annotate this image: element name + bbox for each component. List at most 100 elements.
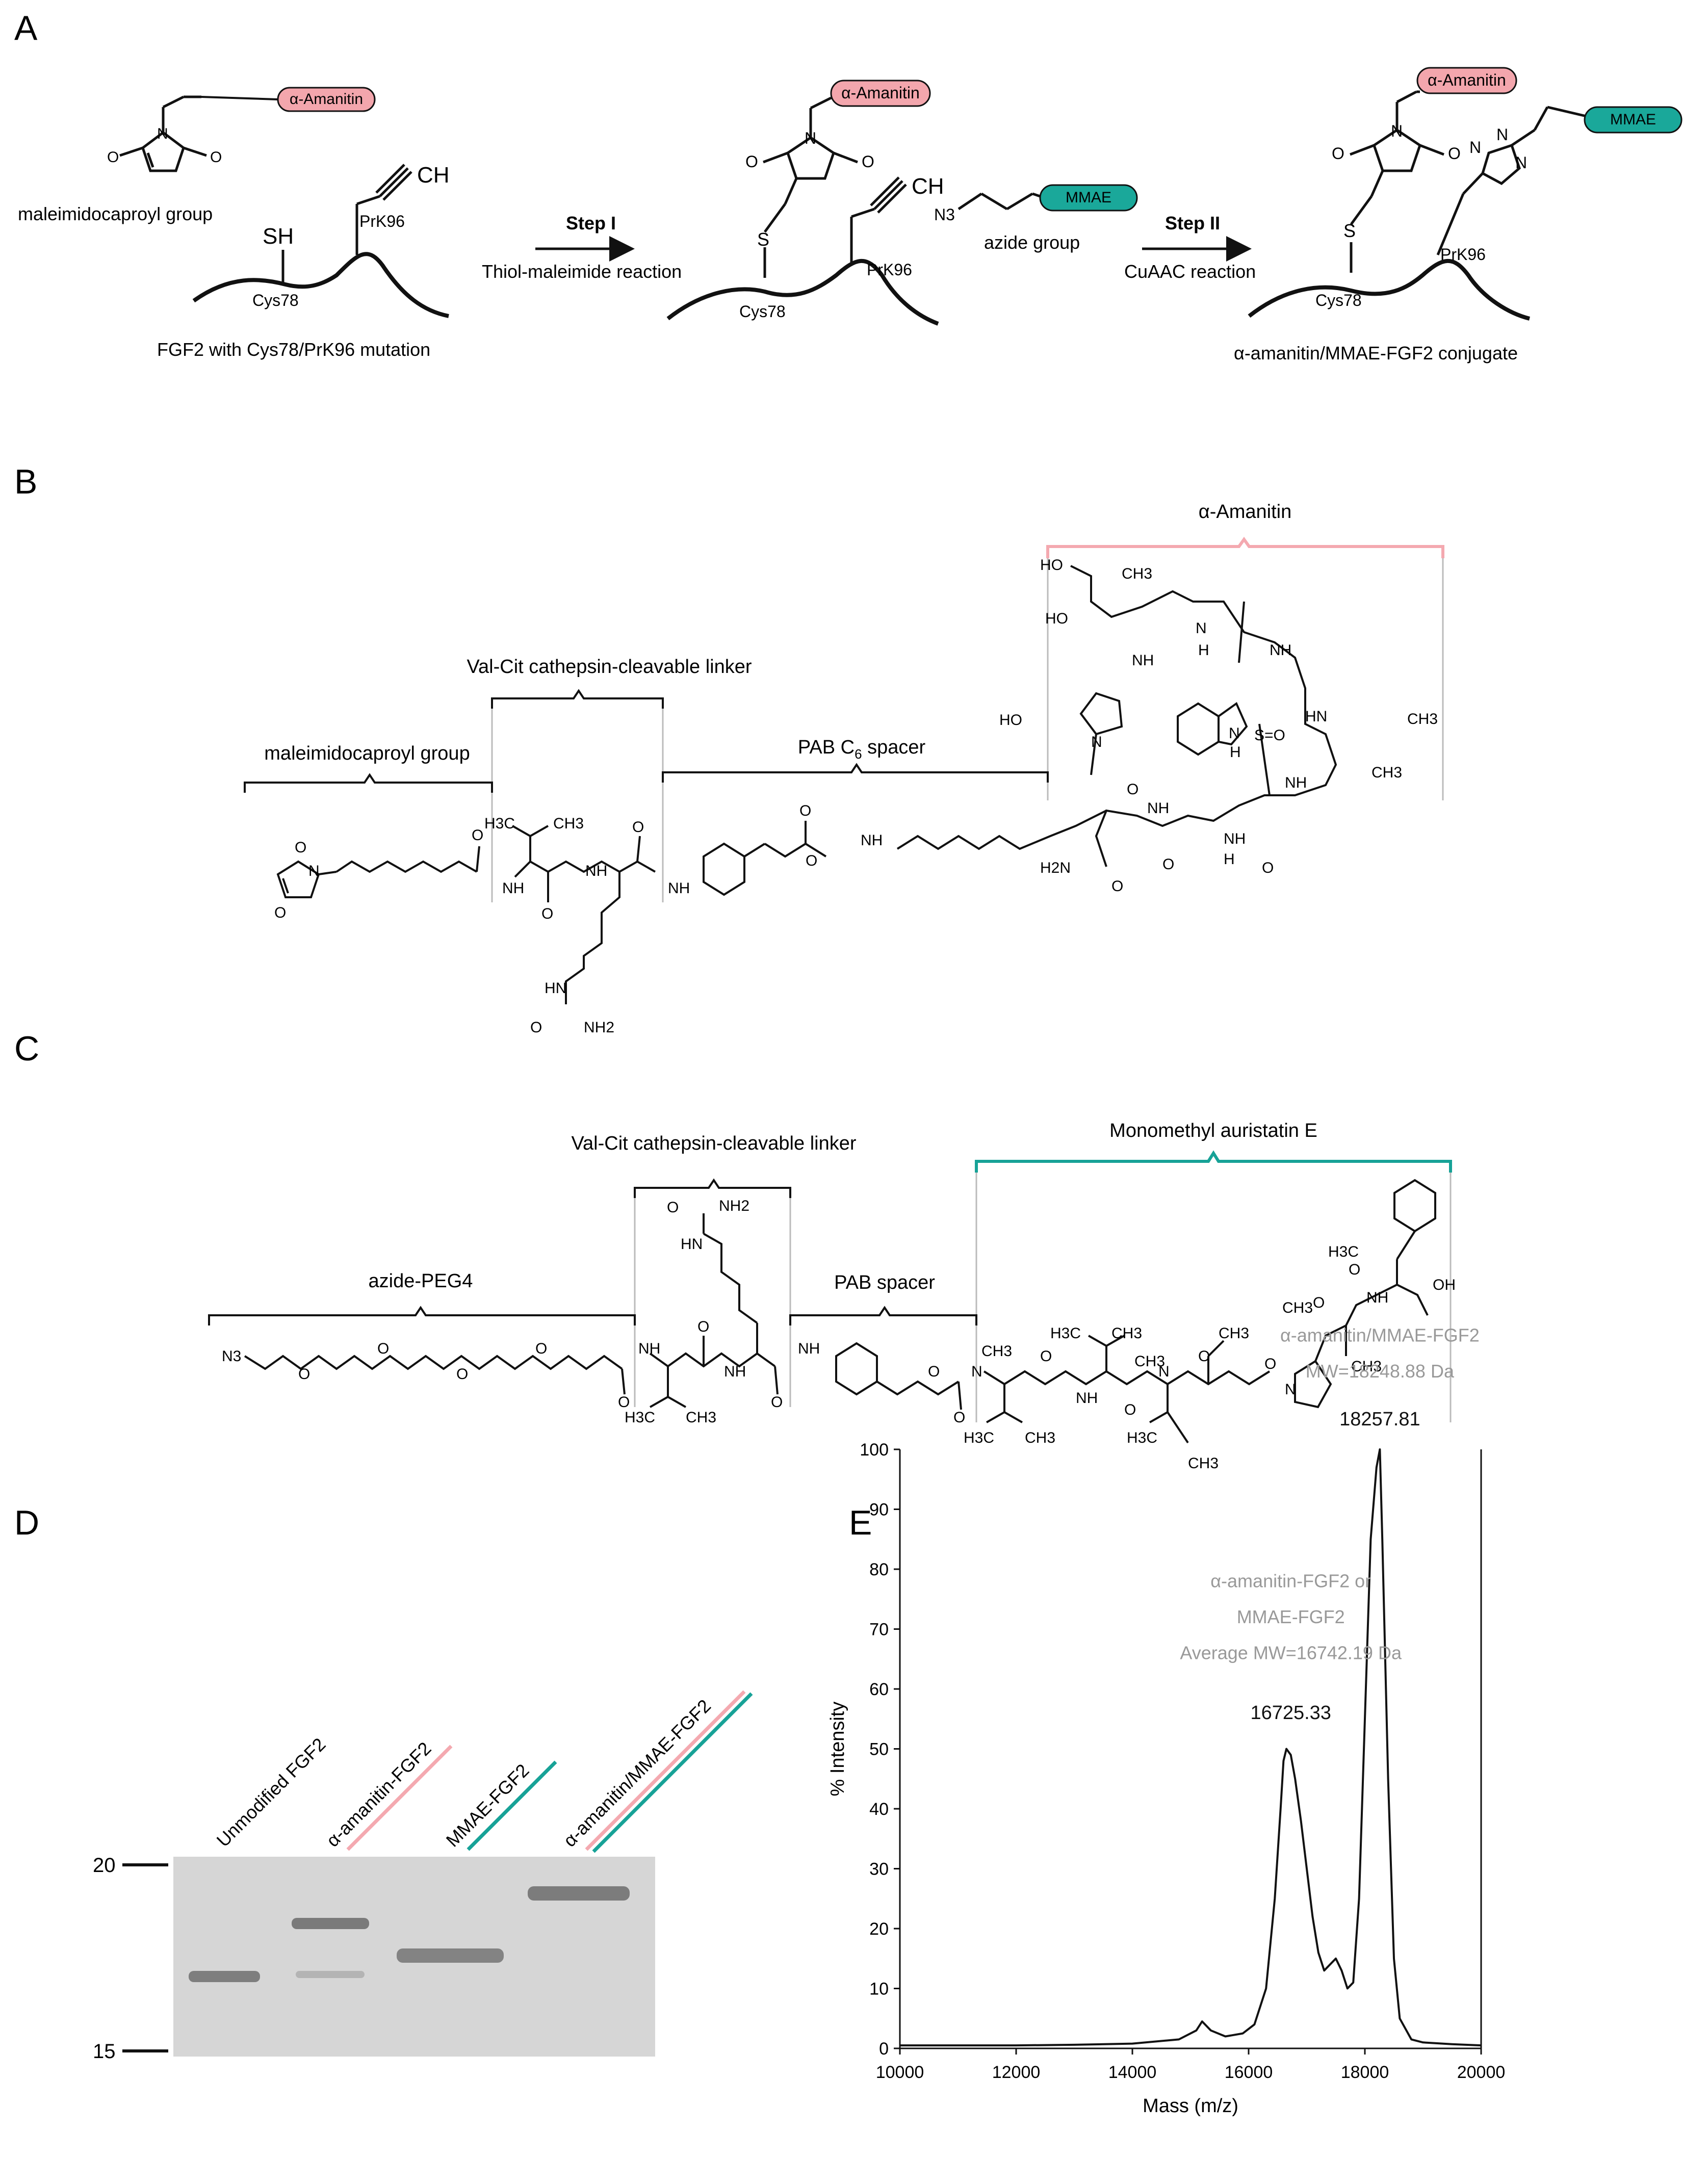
atom-h3c: H3C <box>1127 1429 1157 1446</box>
atom-s-o: S=O <box>1254 727 1285 744</box>
gel-band-amanitin-faint <box>296 1971 365 1978</box>
atom-o: O <box>210 149 222 166</box>
bracket-valcit-b <box>491 689 664 709</box>
atom-ho: HO <box>1040 557 1063 574</box>
atom-nh: NH <box>502 880 524 897</box>
atom-o: O <box>697 1318 709 1335</box>
pab-c6-prefix: PAB C <box>798 737 855 758</box>
reactant-maleimide-amanitin <box>119 95 207 172</box>
atom-nh: NH <box>1147 800 1169 817</box>
peak-annotation: MW=18248.88 Da <box>1306 1361 1455 1382</box>
step2-label: Step II <box>1165 213 1220 233</box>
product-conjugate <box>1350 90 1591 273</box>
lane-label-amanitin: α-amanitin-FGF2 <box>322 1738 435 1851</box>
bracket-azide-peg4 <box>208 1306 636 1325</box>
maleimidocaproyl-label-a: maleimidocaproyl group <box>18 203 213 224</box>
marker-20-label: 20 <box>93 1854 116 1877</box>
azide-group-label: azide group <box>984 232 1080 253</box>
peak-annotation: MMAE-FGF2 <box>1237 1606 1345 1627</box>
atom-ch3: CH3 <box>1122 565 1152 582</box>
triazole-n: N <box>1469 138 1481 157</box>
y-tick-label: 80 <box>869 1560 889 1579</box>
atom-n: N <box>1229 725 1240 742</box>
pab-c6-label: PAB C6 spacer <box>798 737 926 762</box>
atom-ho: HO <box>999 712 1022 729</box>
triazole-n: N <box>1515 153 1527 172</box>
y-tick-label: 40 <box>869 1800 889 1819</box>
atom-o: O <box>377 1340 389 1357</box>
bracket-valcit-c <box>634 1178 791 1198</box>
atom-h: H <box>1230 744 1241 761</box>
atom-ho: HO <box>1045 610 1068 627</box>
atom-hn: HN <box>681 1236 703 1253</box>
marker-15-label: 15 <box>93 2040 116 2063</box>
y-tick-label: 60 <box>869 1680 889 1699</box>
y-tick-label: 10 <box>869 1980 889 1999</box>
y-tick-label: 90 <box>869 1500 889 1520</box>
atom-o: O <box>1264 1356 1276 1372</box>
panel-a: A α-Amanitin O O N maleimidocaproyl grou… <box>14 9 1683 363</box>
gel-band-mmae <box>397 1948 504 1963</box>
atom-n: N <box>1158 1363 1170 1380</box>
atom-h3c: H3C <box>1050 1325 1081 1342</box>
bracket-mmae <box>975 1150 1452 1173</box>
lane-underline-amanitin <box>346 1745 453 1851</box>
atom-o: O <box>862 152 874 171</box>
fgf2-backbone-3 <box>1248 258 1530 321</box>
cys78-label-3: Cys78 <box>1315 291 1362 309</box>
bracket-maleimidocaproyl-b <box>244 773 493 793</box>
atom-nh: NH <box>1132 652 1154 669</box>
prk96-label-1: PrK96 <box>359 212 405 230</box>
atom-ch3: CH3 <box>1371 764 1402 781</box>
atom-h: H <box>1198 642 1209 659</box>
atom-o: O <box>618 1394 630 1411</box>
amanitin-bracket-label: α-Amanitin <box>1199 501 1291 523</box>
bracket-pab <box>789 1306 977 1325</box>
atom-h3c: H3C <box>625 1409 655 1426</box>
pab-label: PAB spacer <box>834 1272 935 1293</box>
sh-label: SH <box>263 224 294 249</box>
atom-o: O <box>530 1019 542 1036</box>
panel-label-c: C <box>14 1029 39 1068</box>
atom-o: O <box>1448 144 1461 163</box>
atom-ch3: CH3 <box>1407 711 1438 727</box>
mmae-tag-2-label: MMAE <box>1610 111 1656 128</box>
atom-nh: NH <box>724 1363 746 1380</box>
y-tick-label: 100 <box>860 1440 889 1460</box>
fgf2-mutation-label: FGF2 with Cys78/PrK96 mutation <box>157 339 430 360</box>
azide-reagent <box>957 192 1048 211</box>
atom-hn: HN <box>1305 708 1327 725</box>
atom-h3c: H3C <box>1328 1243 1359 1260</box>
atom-n: N <box>1091 734 1102 750</box>
x-tick-label: 20000 <box>1457 2063 1506 2082</box>
atom-o: O <box>1127 781 1138 798</box>
atom-o: O <box>745 152 758 171</box>
atom-n3: N3 <box>222 1348 241 1365</box>
atom-nh: NH <box>585 863 607 879</box>
cys78-label-2: Cys78 <box>739 302 786 321</box>
atom-o: O <box>1162 856 1174 873</box>
atom-h3c: H3C <box>484 815 515 832</box>
bracket-amanitin <box>1046 536 1444 558</box>
mmae-tag-1-label: MMAE <box>1066 189 1111 206</box>
atom-o: O <box>1262 860 1274 876</box>
y-tick-label: 70 <box>869 1620 889 1640</box>
atom-o: O <box>535 1340 547 1357</box>
x-tick-label: 12000 <box>992 2063 1041 2082</box>
atom-o: O <box>1313 1294 1325 1311</box>
pab-c6-subscript: 6 <box>855 746 862 762</box>
y-tick-label: 0 <box>879 2039 889 2059</box>
amanitin-tag-2 <box>830 80 931 107</box>
atom-n: N <box>1196 620 1207 637</box>
amanitin-tether-1 <box>201 96 278 100</box>
mmae-tag-2 <box>1584 106 1683 134</box>
atom-o: O <box>1040 1348 1052 1365</box>
atom-o: O <box>456 1366 468 1383</box>
atom-nh: NH <box>1366 1289 1388 1306</box>
panel-d: D 20 15 Unmodified FGF2 α-amanitin-FGF2 … <box>14 1503 753 2063</box>
ch-label-1: CH <box>417 163 450 188</box>
atom-n: N <box>1391 122 1403 140</box>
atom-oh: OH <box>1433 1277 1456 1293</box>
x-tick-label: 10000 <box>876 2063 924 2082</box>
